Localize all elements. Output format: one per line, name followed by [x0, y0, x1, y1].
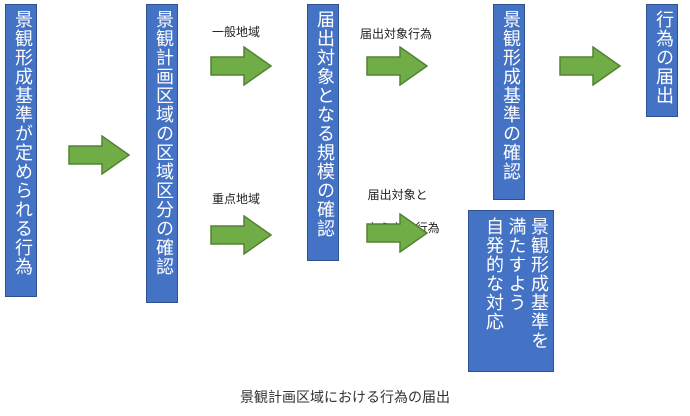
box-standard-check: 景観形成基準の確認 — [493, 4, 525, 200]
voluntary-response-line-2: 満たすよう — [505, 217, 527, 312]
box-act-notification: 行為の届出 — [646, 4, 678, 117]
arrow-notification-subject — [366, 46, 428, 86]
box-voluntary-response: 景観形成基準を 満たすよう 自発的な対応 — [468, 210, 554, 372]
label-notification-subject: 届出対象行為 — [360, 27, 433, 41]
voluntary-response-line-1: 景観形成基準を — [528, 217, 549, 350]
box-area-classification-check: 景観計画区域の区域区分の確認 — [146, 4, 178, 303]
arrow-not-notification-subject — [366, 213, 428, 253]
arrow-general-area — [210, 46, 272, 86]
arrow-standard-to-notification — [559, 46, 621, 86]
voluntary-response-line-3: 自発的な対応 — [483, 217, 504, 331]
arrow-key-area — [210, 215, 272, 255]
figure-caption: 景観計画区域における行為の届出 — [240, 390, 450, 406]
box-landscape-standard-acts: 景観形成基準が定められる行為 — [5, 4, 37, 297]
label-key-area: 重点地域 — [212, 192, 261, 206]
not-subject-line-1: 届出対象と — [367, 188, 428, 203]
label-general-area: 一般地域 — [212, 25, 261, 39]
box-notification-scale-check: 届出対象となる規模の確認 — [307, 4, 339, 261]
arrow-acts-to-area-check — [68, 135, 130, 175]
